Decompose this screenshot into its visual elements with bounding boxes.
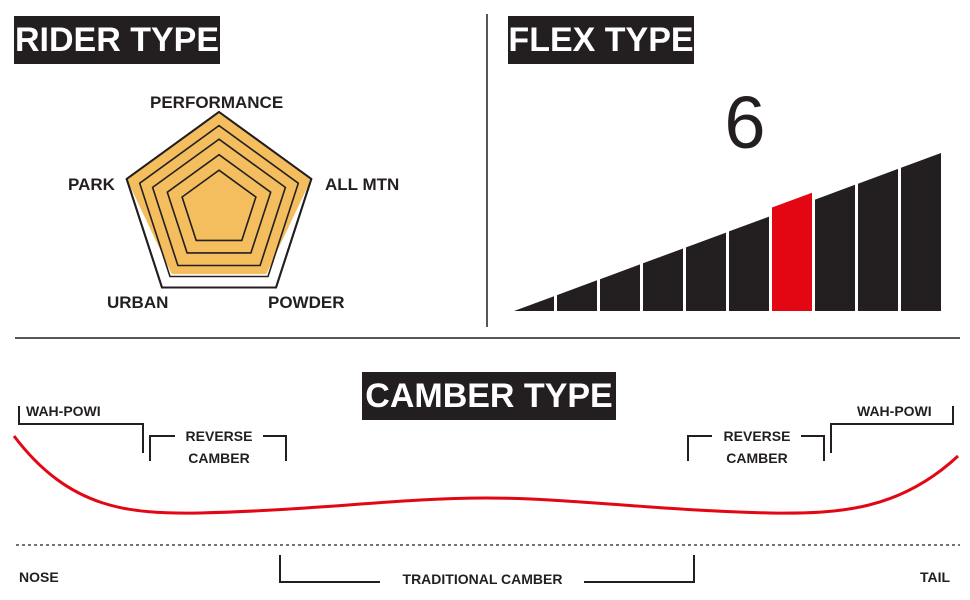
radar-label-powder: POWDER: [268, 293, 345, 312]
flex-type-title: FLEX TYPE: [508, 16, 694, 64]
radar-label-all-mtn: ALL MTN: [325, 175, 400, 194]
right-reverse-bracket-a: [687, 435, 712, 461]
left-wah-powi-bracket: [18, 406, 144, 453]
right-reverse-line-2: CAMBER: [726, 450, 788, 466]
left-reverse-bracket-b: [263, 435, 287, 461]
left-reverse-line-1: REVERSE: [185, 428, 253, 444]
nose-label: NOSE: [19, 569, 59, 585]
flex-bar-1: [514, 296, 554, 311]
left-wah-powi-label: WAH-POWI: [26, 403, 101, 419]
flex-bar-9: [858, 168, 898, 311]
radar-outer-outline: [125, 110, 313, 289]
left-reverse-camber-label: REVERSE CAMBER: [176, 425, 262, 469]
traditional-bracket-right: [584, 555, 695, 583]
flex-value: 6: [724, 81, 766, 164]
right-wah-powi-bracket: [830, 406, 954, 453]
radar-ring-1: [138, 124, 300, 278]
camber-profile-line: [12, 435, 960, 515]
radar-label-park: PARK: [68, 175, 115, 194]
right-reverse-line-1: REVERSE: [723, 428, 791, 444]
right-wah-powi-label: WAH-POWI: [857, 403, 932, 419]
radar-label-performance: PERFORMANCE: [150, 93, 284, 112]
radar-ring-3: [166, 153, 272, 254]
radar-ring-4: [181, 169, 257, 242]
flex-bar-4: [643, 248, 683, 311]
traditional-bracket-left: [279, 555, 380, 583]
camber-type-title: CAMBER TYPE: [362, 372, 616, 420]
radar-value-area: [126, 112, 312, 275]
rider-type-title: RIDER TYPE: [14, 16, 220, 64]
traditional-camber-label: TRADITIONAL CAMBER: [402, 571, 563, 587]
tail-label: TAIL: [920, 569, 951, 585]
flex-bar-selected: [772, 192, 812, 311]
flex-bar-3: [600, 264, 640, 311]
right-reverse-bracket-b: [801, 435, 825, 461]
radar-ring-2: [151, 138, 287, 267]
flex-bar-6: [729, 216, 769, 311]
radar-label-urban: URBAN: [107, 293, 169, 312]
right-reverse-camber-label: REVERSE CAMBER: [714, 425, 800, 469]
flex-bar-10: [901, 153, 941, 311]
flex-bar-8: [815, 184, 855, 311]
flex-bar-5: [686, 232, 726, 311]
left-reverse-line-2: CAMBER: [188, 450, 250, 466]
left-reverse-bracket-a: [149, 435, 175, 461]
flex-bar-2: [557, 280, 597, 311]
